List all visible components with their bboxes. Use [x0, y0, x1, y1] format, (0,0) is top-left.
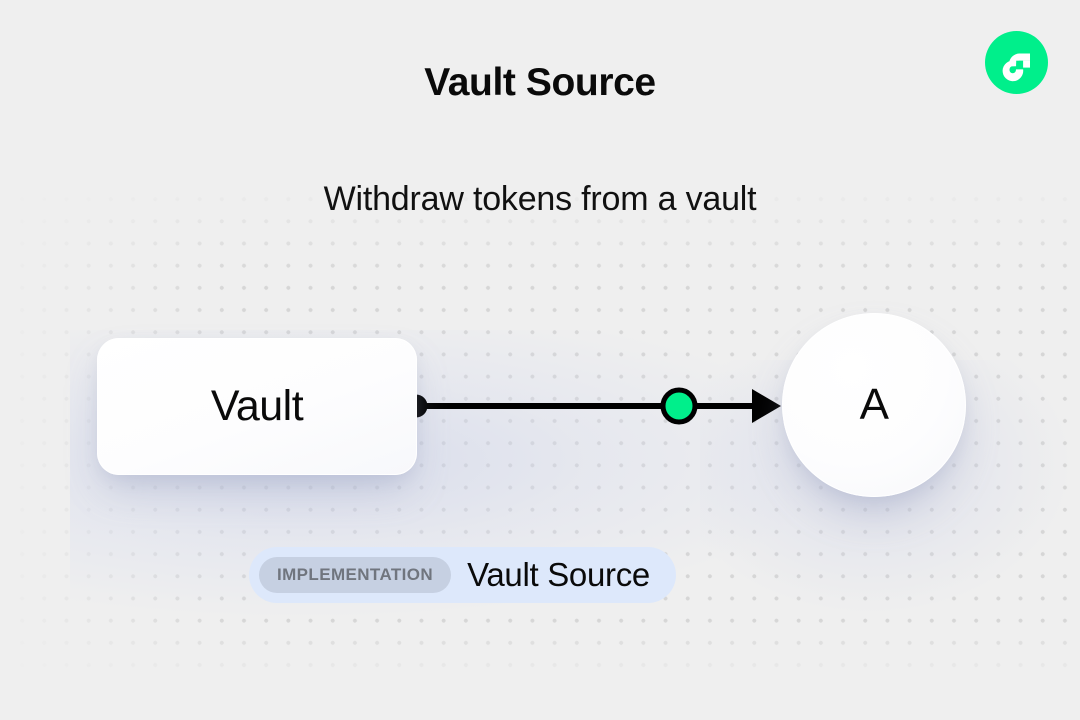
node-vault[interactable]: Vault — [97, 338, 417, 475]
arrow-head-icon — [752, 389, 781, 423]
page-subtitle: Withdraw tokens from a vault — [323, 180, 757, 218]
page-title: Vault Source — [424, 61, 656, 104]
implementation-badge-name: Vault Source — [467, 556, 650, 593]
node-vault-label: Vault — [210, 382, 304, 430]
node-a[interactable]: A — [782, 313, 966, 497]
node-a-label: A — [859, 380, 889, 429]
flow-logo-icon — [985, 31, 1048, 94]
implementation-badge[interactable]: IMPLEMENTATION Vault Source — [249, 547, 676, 603]
edge-token-dot-icon[interactable] — [660, 387, 698, 425]
implementation-badge-tag: IMPLEMENTATION — [259, 557, 452, 593]
